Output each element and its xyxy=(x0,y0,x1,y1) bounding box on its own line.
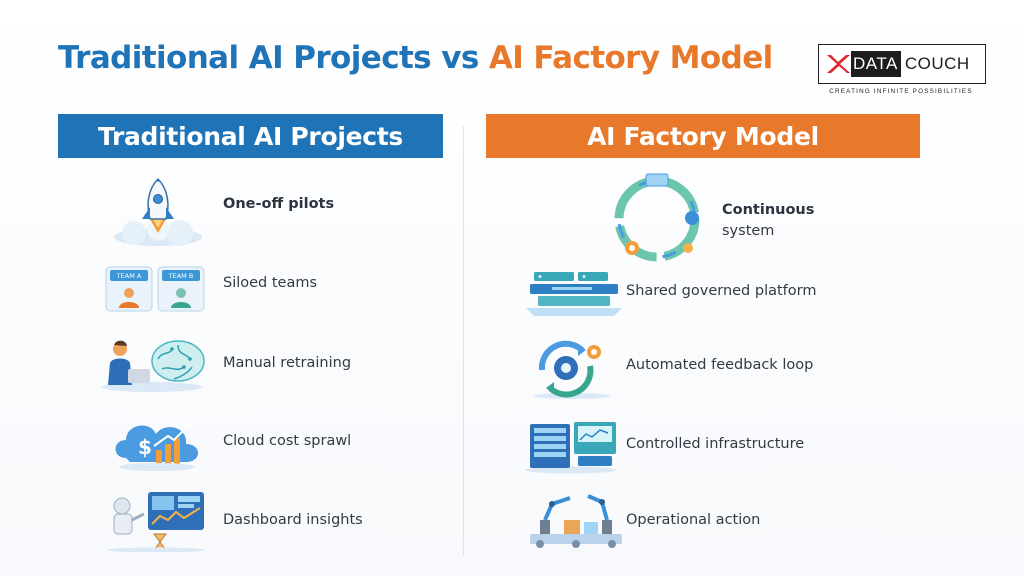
logo-data-text: DATA xyxy=(851,51,901,77)
item-label: Dashboard insights xyxy=(223,512,363,528)
cycle-icon xyxy=(614,173,700,262)
logo-x-icon xyxy=(827,55,850,73)
item-label: Continuous xyxy=(722,202,815,218)
team-a-label: TEAM A xyxy=(116,272,142,280)
person-brain-icon xyxy=(102,340,205,392)
factory-header: AI Factory Model xyxy=(486,114,920,158)
svg-text:$: $ xyxy=(138,435,152,459)
item-label: Controlled infrastructure xyxy=(626,436,805,452)
item-label: Automated feedback loop xyxy=(626,357,814,373)
server-rack-icon xyxy=(525,422,617,474)
logo-box: DATA COUCH xyxy=(818,44,986,84)
item-label: Siloed teams xyxy=(223,275,318,291)
server-platform-icon xyxy=(526,272,622,316)
gear-loop-icon xyxy=(534,340,610,399)
item-label: Operational action xyxy=(626,512,761,528)
logo-couch-text: COUCH xyxy=(904,54,970,73)
logo-tagline: CREATING INFINITE POSSIBILITIES xyxy=(829,88,973,95)
dashboard-icon xyxy=(108,492,204,552)
column-divider xyxy=(463,126,464,556)
item-label: One-off pilots xyxy=(223,196,335,212)
datacouch-logo: DATA COUCH CREATING INFINITE POSSIBILITI… xyxy=(818,44,988,100)
team-b-label: TEAM B xyxy=(168,272,194,280)
item-label: Cloud cost sprawl xyxy=(223,433,352,449)
item-label: Manual retraining xyxy=(223,355,352,371)
title-part-factory: AI Factory Model xyxy=(488,40,773,76)
rocket-icon xyxy=(114,177,202,246)
title-part-traditional: Traditional AI Projects vs xyxy=(58,40,479,76)
cloud-cost-icon: $ xyxy=(115,423,198,471)
item-label: Shared governed platform xyxy=(626,283,817,299)
slide-title: Traditional AI Projects vs AI Factory Mo… xyxy=(58,40,773,76)
robot-arm-icon xyxy=(530,494,622,548)
item-label-secondary: system xyxy=(722,223,775,239)
teams-icon: TEAM A TEAM B xyxy=(105,266,205,312)
traditional-header: Traditional AI Projects xyxy=(58,114,443,158)
